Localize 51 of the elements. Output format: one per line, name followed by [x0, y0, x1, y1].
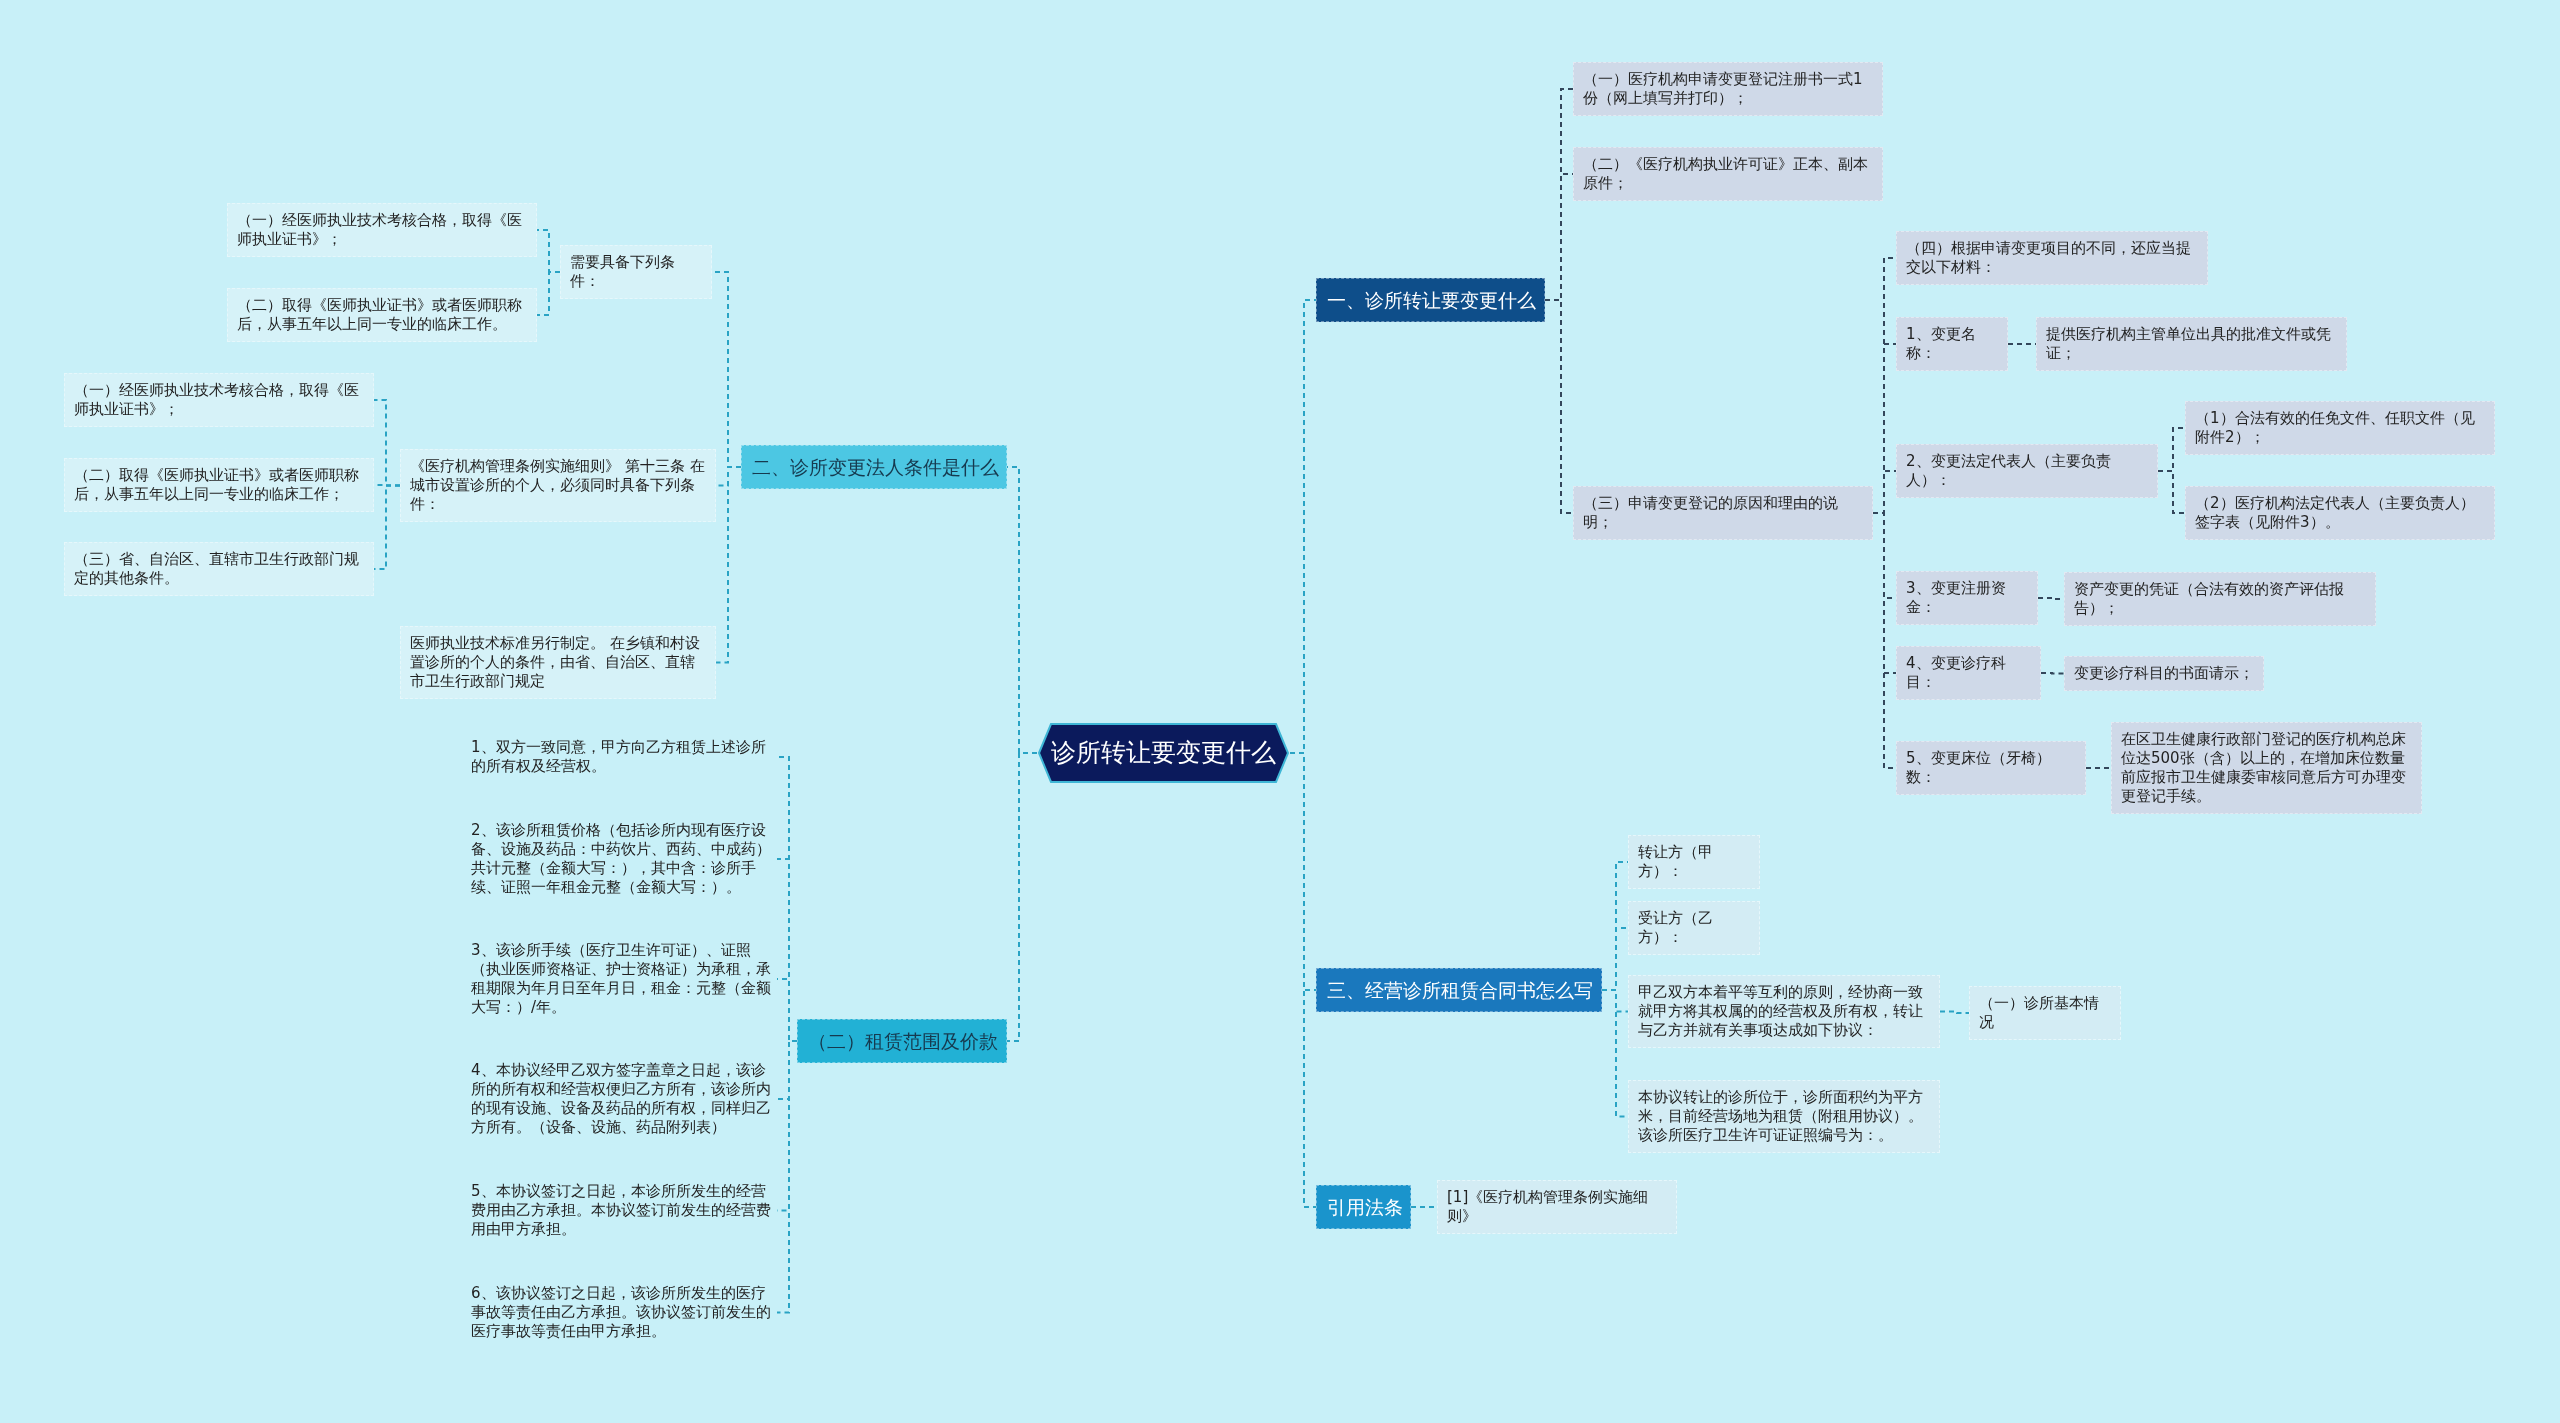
subtopic-box: （一）经医师执业技术考核合格，取得《医师执业证书》； — [64, 373, 374, 427]
subtopic-box: （四）根据申请变更项目的不同，还应当提交以下材料： — [1896, 231, 2208, 285]
connector-line — [2085, 767, 2112, 769]
subtopic-box: （1）合法有效的任免文件、任职文件（见附件2）； — [2185, 401, 2495, 455]
subtopic-box: （一）经医师执业技术考核合格，取得《医师执业证书》； — [227, 203, 537, 257]
subtopic-box: （三）申请变更登记的原因和理由的说明； — [1573, 486, 1873, 540]
connector-line — [2157, 470, 2186, 514]
subtopic-box: 提供医疗机构主管单位出具的批准文件或凭证； — [2036, 317, 2347, 371]
branch-topic: 引用法条 — [1316, 1185, 1411, 1229]
subtopic-box: 3、变更注册资金： — [1896, 571, 2038, 625]
subtopic-text: 3、该诊所手续（医疗卫生许可证）、证照（执业医师资格证、护士资格证）为承租，承租期限为年月日至年月日，租金：元整（金额大写：）/年。 — [465, 937, 777, 1021]
subtopic-box: 本协议转让的诊所位于，诊所面积约为平方米，目前经营场地为租赁（附租用协议）。该诊所医疗卫生许可证证照编号为：。 — [1628, 1079, 1940, 1153]
branch-topic: （二）租赁范围及价款 — [797, 1019, 1007, 1063]
subtopic-text: 4、本协议经甲乙双方签字盖章之日起，该诊所的所有权和经营权便归乙方所有，该诊所内的现有设施、设备及药品的所有权，同样归乙方所有。（设备、设施、药品附列表） — [465, 1057, 777, 1141]
branch-topic: 一、诊所转让要变更什么 — [1316, 278, 1545, 322]
subtopic-box: （一）诊所基本情况 — [1969, 986, 2121, 1040]
subtopic-text: 6、该协议签订之日起，该诊所所发生的医疗事故等责任由乙方承担。该协议签订前发生的医疗事故等责任由甲方承担。 — [465, 1279, 777, 1345]
connector-line — [776, 1040, 798, 1314]
branch-topic: 三、经营诊所租赁合同书怎么写 — [1316, 968, 1602, 1012]
subtopic-box: 在区卫生健康行政部门登记的医疗机构总床位达500张（含）以上的，在增加床位数量前应报市卫生健康委审核同意后方可办理变更登记手续。 — [2111, 722, 2422, 814]
connector-line — [1006, 752, 1038, 1042]
subtopic-box: 4、变更诊疗科目： — [1896, 646, 2041, 700]
subtopic-box: （三）省、自治区、直辖市卫生行政部门规定的其他条件。 — [64, 542, 374, 596]
subtopic-box: 需要具备下列条件： — [560, 245, 712, 299]
subtopic-box: （一）医疗机构申请变更登记注册书一式1份（网上填写并打印）； — [1573, 62, 1883, 116]
subtopic-box: 甲乙双方本着平等互利的原则，经协商一致就甲方将其权属的的经营权及所有权，转让与乙方并就有关事项达成如下协议： — [1628, 974, 1940, 1048]
connector-line — [1544, 299, 1574, 514]
subtopic-box: 变更诊疗科目的书面请示； — [2064, 655, 2264, 691]
subtopic-box: 《医疗机构管理条例实施细则》 第十三条 在城市设置诊所的个人，必须同时具备下列条件： — [400, 448, 716, 522]
subtopic-box: （2）医疗机构法定代表人（主要负责人）签字表（见附件3）。 — [2185, 486, 2495, 540]
subtopic-box: 受让方（乙方）： — [1628, 901, 1760, 955]
connector-line — [715, 466, 742, 664]
connector-line — [373, 484, 401, 570]
subtopic-box: 5、变更床位（牙椅）数： — [1896, 741, 2086, 795]
subtopic-box: 医师执业技术标准另行制定。 在乡镇和村设置诊所的个人的条件，由省、自治区、直辖市卫生行政部门规定 — [400, 625, 716, 699]
connector-line — [1939, 1010, 1970, 1014]
central-topic: 诊所转让要变更什么 — [1037, 722, 1290, 784]
subtopic-box: [1]《医疗机构管理条例实施细则》 — [1437, 1180, 1677, 1234]
connector-line — [2040, 672, 2065, 675]
branch-topic: 二、诊所变更法人条件是什么 — [741, 445, 1007, 489]
subtopic-box: 2、变更法定代表人（主要负责人）： — [1896, 444, 2158, 498]
subtopic-text: 1、双方一致同意，甲方向乙方租赁上述诊所的所有权及经营权。 — [465, 734, 777, 780]
subtopic-text: 2、该诊所租赁价格（包括诊所内现有医疗设备、设施及药品：中药饮片、西药、中成药）共计元整（金额大写：），其中含：诊所手续、证照一年租金元整（金额大写：）。 — [465, 817, 777, 901]
subtopic-box: 转让方（甲方）： — [1628, 835, 1760, 889]
subtopic-text: 5、本协议签订之日起，本诊所所发生的经营费用由乙方承担。本协议签订前发生的经营费用由甲方承担。 — [465, 1177, 777, 1243]
connector-line — [536, 271, 561, 316]
subtopic-box: 1、变更名称： — [1896, 317, 2008, 371]
subtopic-box: （二）取得《医师执业证书》或者医师职称后，从事五年以上同一专业的临床工作。 — [227, 288, 537, 342]
subtopic-box: （二）《医疗机构执业许可证》正本、副本原件； — [1573, 147, 1883, 201]
subtopic-box: 资产变更的凭证（合法有效的资产评估报告）； — [2064, 572, 2376, 626]
subtopic-box: （二）取得《医师执业证书》或者医师职称后，从事五年以上同一专业的临床工作； — [64, 458, 374, 512]
